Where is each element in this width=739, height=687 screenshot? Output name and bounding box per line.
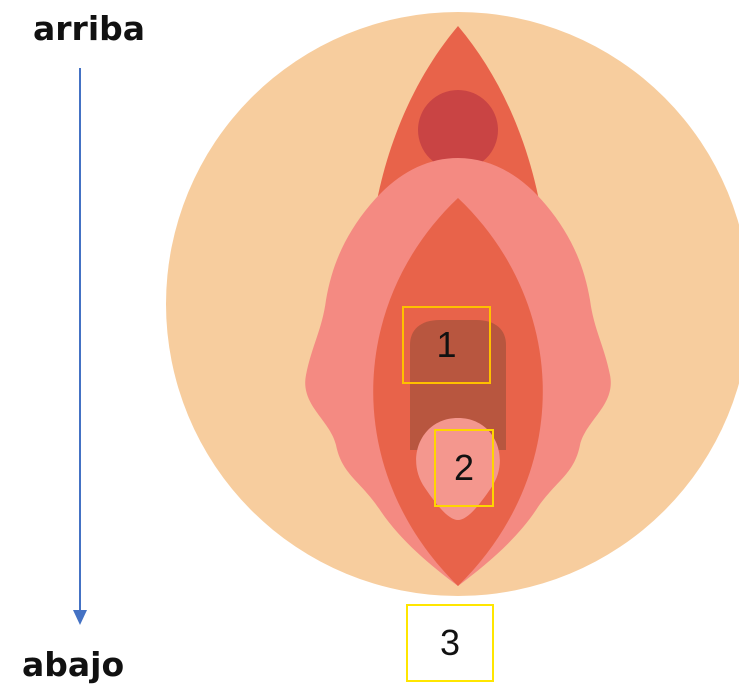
direction-arrow xyxy=(73,68,87,625)
marker-box-3: 3 xyxy=(406,604,494,682)
marker-box-1: 1 xyxy=(402,306,491,384)
marker-label-1: 1 xyxy=(436,324,456,366)
marker-box-2: 2 xyxy=(434,429,494,507)
marker-label-2: 2 xyxy=(454,447,474,489)
marker-label-3: 3 xyxy=(440,622,460,664)
